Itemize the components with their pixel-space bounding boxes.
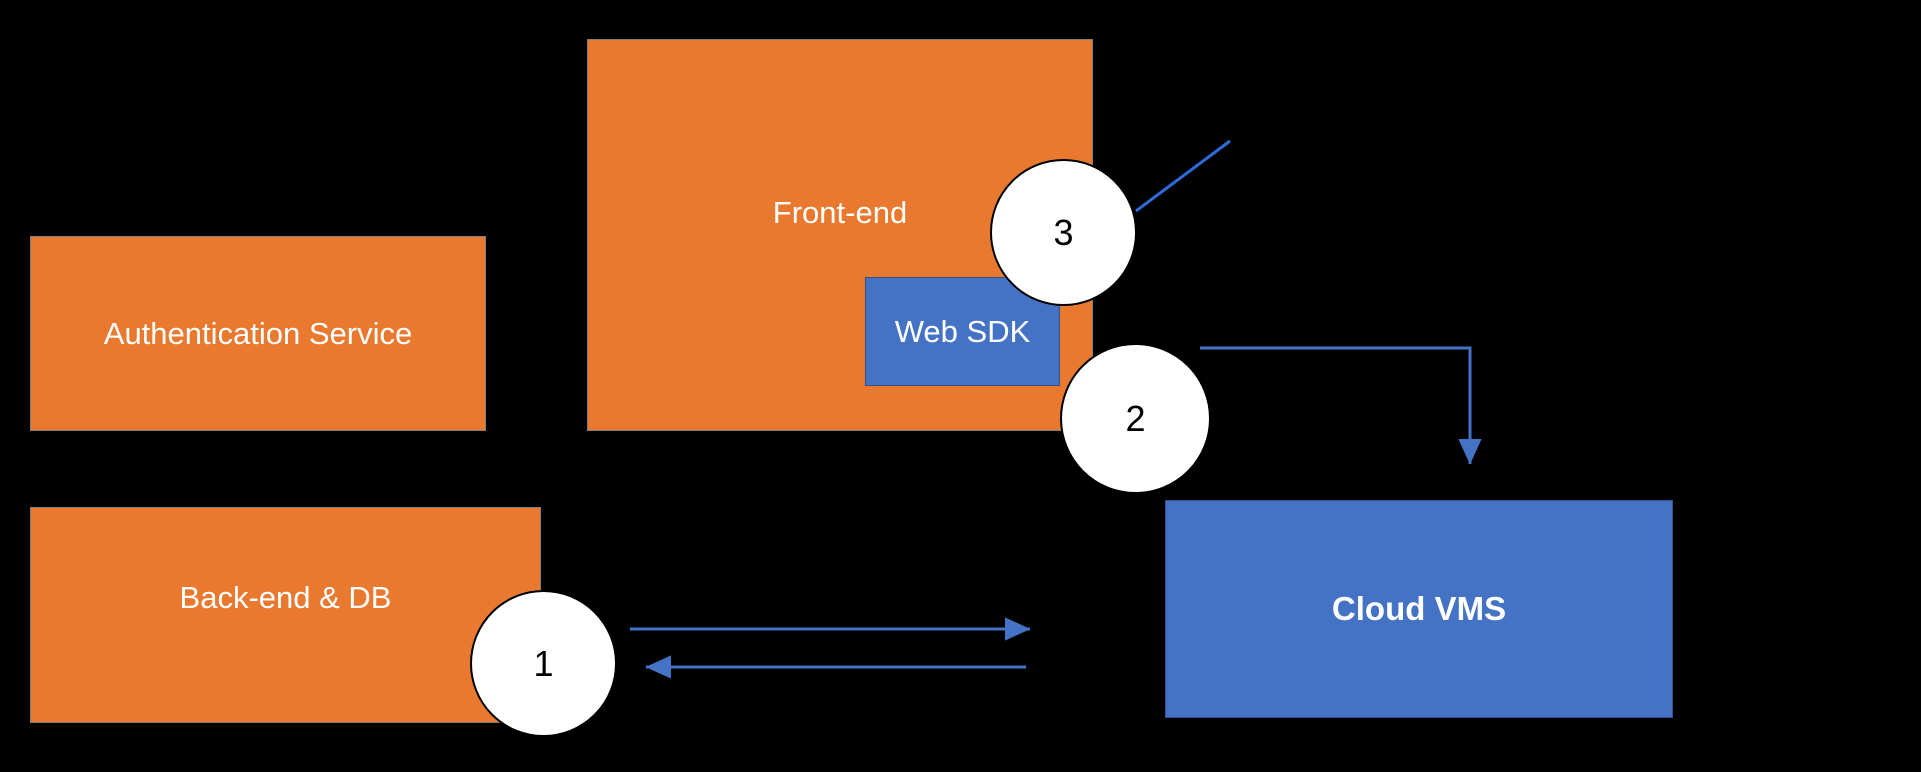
connector-websdk-to-cloudvms-elbow [1200, 346, 1482, 465]
node-authentication-service[interactable]: Authentication Service [30, 236, 486, 431]
node-front-end-label: Front-end [772, 195, 908, 230]
callout-badge-3-label: 3 [1053, 211, 1074, 253]
connector-callout-3-leader-line [1135, 139, 1231, 213]
node-authentication-service-label: Authentication Service [103, 315, 413, 351]
callout-badge-2-label: 2 [1125, 397, 1146, 439]
callout-badge-2[interactable]: 2 [1060, 343, 1211, 494]
node-cloud-vms-label: Cloud VMS [1331, 590, 1507, 628]
node-back-end-and-db-label: Back-end & DB [179, 580, 392, 615]
node-cloud-vms[interactable]: Cloud VMS [1165, 500, 1673, 718]
node-back-end-and-db[interactable]: Back-end & DB [30, 507, 541, 723]
callout-badge-1[interactable]: 1 [470, 590, 617, 737]
callout-badge-1-label: 1 [533, 642, 554, 684]
callout-badge-3[interactable]: 3 [990, 159, 1137, 306]
node-web-sdk-label: Web SDK [894, 313, 1031, 349]
